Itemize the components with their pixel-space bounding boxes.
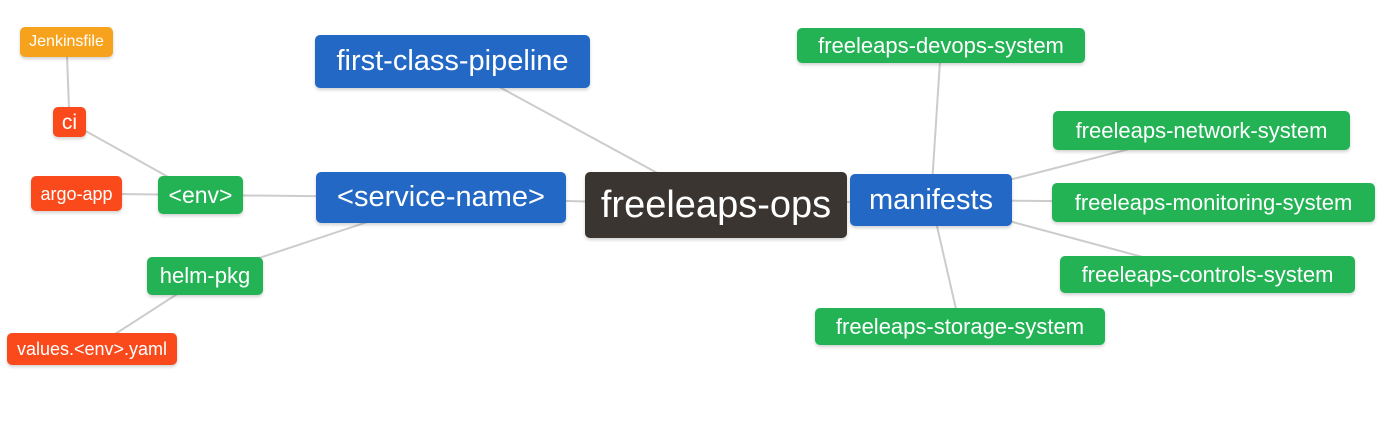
node-service-name[interactable]: <service-name>	[316, 172, 566, 223]
node-helm-pkg[interactable]: helm-pkg	[147, 257, 263, 295]
node-jenkinsfile[interactable]: Jenkinsfile	[20, 27, 113, 57]
node-argo-app[interactable]: argo-app	[31, 176, 122, 211]
node-freeleaps-ops[interactable]: freeleaps-ops	[585, 172, 847, 238]
node-ci[interactable]: ci	[53, 107, 86, 137]
node-first-class-pipeline[interactable]: first-class-pipeline	[315, 35, 590, 88]
node-freeleaps-devops-system[interactable]: freeleaps-devops-system	[797, 28, 1085, 63]
node-freeleaps-controls-system[interactable]: freeleaps-controls-system	[1060, 256, 1355, 293]
node-freeleaps-network-system[interactable]: freeleaps-network-system	[1053, 111, 1350, 150]
node-manifests[interactable]: manifests	[850, 174, 1012, 226]
node-env[interactable]: <env>	[158, 176, 243, 214]
node-values-env-yaml[interactable]: values.<env>.yaml	[7, 333, 177, 365]
node-freeleaps-monitoring-system[interactable]: freeleaps-monitoring-system	[1052, 183, 1375, 222]
node-freeleaps-storage-system[interactable]: freeleaps-storage-system	[815, 308, 1105, 345]
